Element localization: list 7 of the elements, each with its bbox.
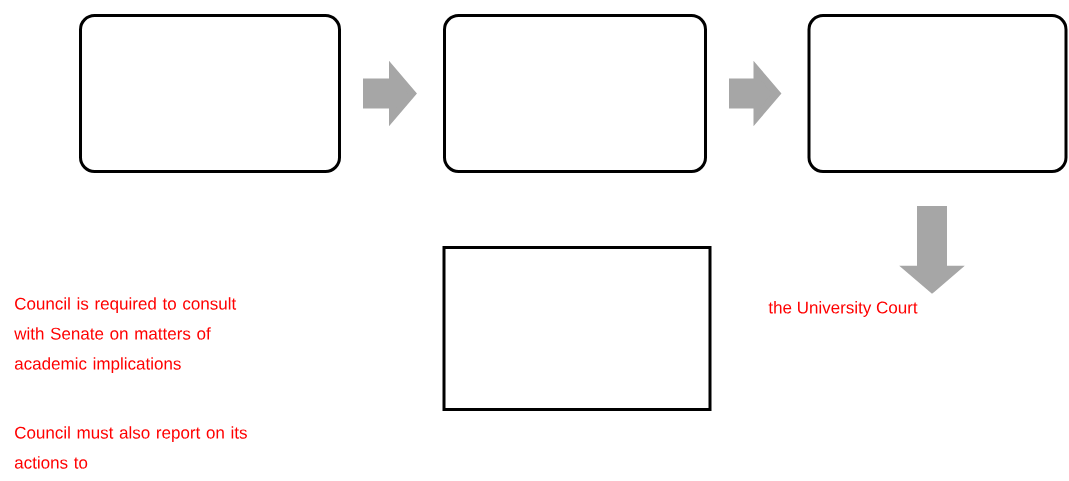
rounded-box bbox=[443, 14, 707, 173]
text-label: the University Court bbox=[768, 301, 918, 317]
empty-box bbox=[442, 246, 712, 411]
rounded-box bbox=[807, 14, 1068, 173]
rounded-box bbox=[79, 14, 341, 173]
note-text: Council is required to consult with Senate on matters of academic implications bbox=[14, 297, 237, 374]
note-text: Council must also report on its actions to bbox=[14, 426, 247, 469]
